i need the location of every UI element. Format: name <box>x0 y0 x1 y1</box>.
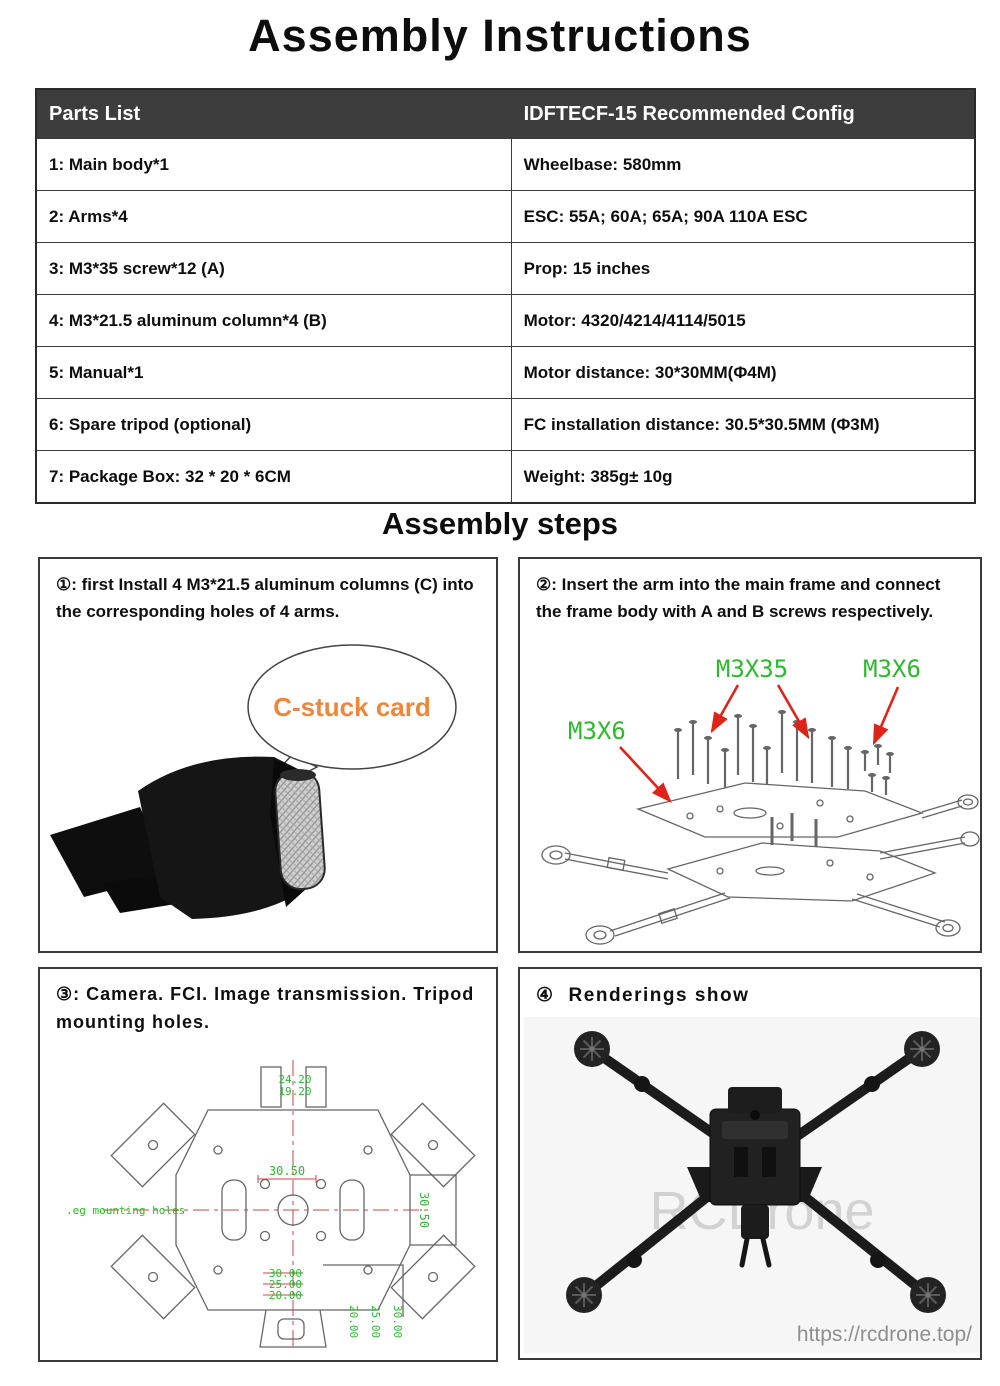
dim-right: 30.50 <box>417 1192 431 1228</box>
config-cell: Weight: 385g± 10g <box>510 450 976 504</box>
recommended-config-header: IDFTECF-15 Recommended Config <box>510 88 976 139</box>
note-mounting-holes: .eg mounting holes <box>66 1204 185 1217</box>
part-cell: 2: Arms*4 <box>35 190 512 243</box>
part-cell: 5: Manual*1 <box>35 346 512 399</box>
dimension-ticks <box>257 1175 317 1296</box>
assembled-frame-photo: RCDrone <box>524 1017 980 1353</box>
dim-rot1: 20.00 <box>347 1305 360 1338</box>
top-plate-details <box>686 794 979 830</box>
part-cell: 3: M3*35 screw*12 (A) <box>35 242 512 295</box>
arm-photo-shape <box>50 756 326 919</box>
speech-bubble <box>247 644 457 770</box>
step4-number: ④ <box>536 985 555 1006</box>
arm-couplers <box>626 1076 886 1268</box>
dim-stack1: 30.00 <box>269 1267 302 1280</box>
top-plate <box>635 782 925 838</box>
bottom-plate-details <box>541 813 980 945</box>
step4-caption: ④ Renderings show <box>520 969 980 1011</box>
dim-center: 30.50 <box>269 1164 305 1178</box>
table-row: 5: Manual*1 Motor distance: 30*30MM(Φ4M) <box>35 346 976 399</box>
label-m3x35: M3X35 <box>716 655 788 683</box>
table-row: 6: Spare tripod (optional) FC installati… <box>35 398 976 451</box>
config-cell: ESC: 55A; 60A; 65A; 90A 110A ESC <box>510 190 976 243</box>
screws-long <box>676 713 850 791</box>
config-cell: FC installation distance: 30.5*30.5MM (Φ… <box>510 398 976 451</box>
screws-short <box>863 747 892 795</box>
dim-stack3: 20.00 <box>269 1289 302 1302</box>
motor-mounts <box>566 1031 946 1313</box>
label-m3x6-left: M3X6 <box>568 717 626 745</box>
step4-caption-text: Renderings show <box>568 985 750 1006</box>
step3-box: ③: Camera. FCI. Image transmission. Trip… <box>38 967 498 1362</box>
table-header-row: Parts List IDFTECF-15 Recommended Config <box>35 88 976 139</box>
table-row: 3: M3*35 screw*12 (A) Prop: 15 inches <box>35 242 976 295</box>
step3-caption: ③: Camera. FCI. Image transmission. Trip… <box>56 984 475 1032</box>
dim-rot2: 25.00 <box>369 1305 382 1338</box>
frame-cad-drawing: M3X35 M3X6 M3X6 <box>541 655 980 945</box>
pointer-arrows <box>619 684 900 803</box>
parts-config-table: Parts List IDFTECF-15 Recommended Config… <box>35 88 976 504</box>
parts-list-header: Parts List <box>35 88 512 139</box>
dim-top1: 24.20 <box>278 1073 311 1086</box>
table-row: 2: Arms*4 ESC: 55A; 60A; 65A; 90A 110A E… <box>35 190 976 243</box>
bottom-plate <box>666 842 937 902</box>
config-cell: Motor: 4320/4214/4114/5015 <box>510 294 976 347</box>
step2-box: ②: Insert the arm into the main frame an… <box>518 557 982 953</box>
part-cell: 6: Spare tripod (optional) <box>35 398 512 451</box>
center-body <box>687 1087 822 1268</box>
step2-caption: ②: Insert the arm into the main frame an… <box>536 575 941 622</box>
step1-caption: ①: first Install 4 M3*21.5 aluminum colu… <box>56 575 474 622</box>
center-lines <box>103 1060 430 1350</box>
config-cell: Motor distance: 30*30MM(Φ4M) <box>510 346 976 399</box>
bubble-label: C-stuck card <box>273 692 431 722</box>
screw-heads <box>674 710 894 780</box>
arm-column-photo: C-stuck card <box>50 644 457 919</box>
step1-box: ①: first Install 4 M3*21.5 aluminum colu… <box>38 557 498 953</box>
config-cell: Prop: 15 inches <box>510 242 976 295</box>
page-title: Assembly Instructions <box>248 10 752 61</box>
step4-box: ④ Renderings show RCDrone <box>518 967 982 1360</box>
part-cell: 7: Package Box: 32 * 20 * 6CM <box>35 450 512 504</box>
table-row: 4: M3*21.5 aluminum column*4 (B) Motor: … <box>35 294 976 347</box>
assembly-steps-heading: Assembly steps <box>381 506 619 541</box>
table-row: 7: Package Box: 32 * 20 * 6CM Weight: 38… <box>35 450 976 504</box>
config-cell: Wheelbase: 580mm <box>510 138 976 191</box>
part-cell: 1: Main body*1 <box>35 138 512 191</box>
table-row: 1: Main body*1 Wheelbase: 580mm <box>35 138 976 191</box>
website-url: https://rcdrone.top/ <box>797 1323 972 1346</box>
label-m3x6-right: M3X6 <box>863 655 921 683</box>
plate-dimension-drawing: 24.20 19.20 30.50 30.50 .eg mounting hol… <box>66 1060 476 1350</box>
plate-outline <box>110 1066 476 1348</box>
dim-top2: 19.20 <box>278 1085 311 1098</box>
part-cell: 4: M3*21.5 aluminum column*4 (B) <box>35 294 512 347</box>
dim-rot3: 30.00 <box>391 1305 404 1338</box>
dim-stack2: 25.00 <box>269 1278 302 1291</box>
